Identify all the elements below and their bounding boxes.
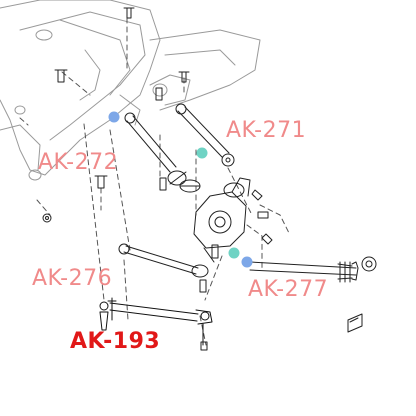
knuckle-assembly (179, 177, 251, 263)
part-label-ak193: AK-193 (70, 329, 161, 354)
part-label-ak277: AK-277 (248, 277, 329, 302)
part-label-ak276: AK-276 (32, 266, 113, 291)
marker-teal-dot (196, 147, 208, 159)
part-label-ak272: AK-272 (38, 150, 119, 175)
rear-subframe (0, 0, 261, 181)
arm-ak276 (118, 243, 209, 278)
leader-lines (19, 17, 291, 346)
front-arrow-icon (347, 313, 363, 333)
arm-ak271 (175, 103, 235, 167)
reference-markers (108, 111, 253, 268)
marker-blue-dot (108, 111, 120, 123)
fastener-bolts (42, 7, 273, 351)
marker-teal-dot (228, 247, 240, 259)
arm-ak193 (99, 297, 213, 346)
marker-blue-dot (241, 256, 253, 268)
arm-ak272 (124, 112, 187, 186)
part-label-ak271: AK-271 (226, 118, 307, 143)
arm-ak277 (249, 256, 377, 283)
